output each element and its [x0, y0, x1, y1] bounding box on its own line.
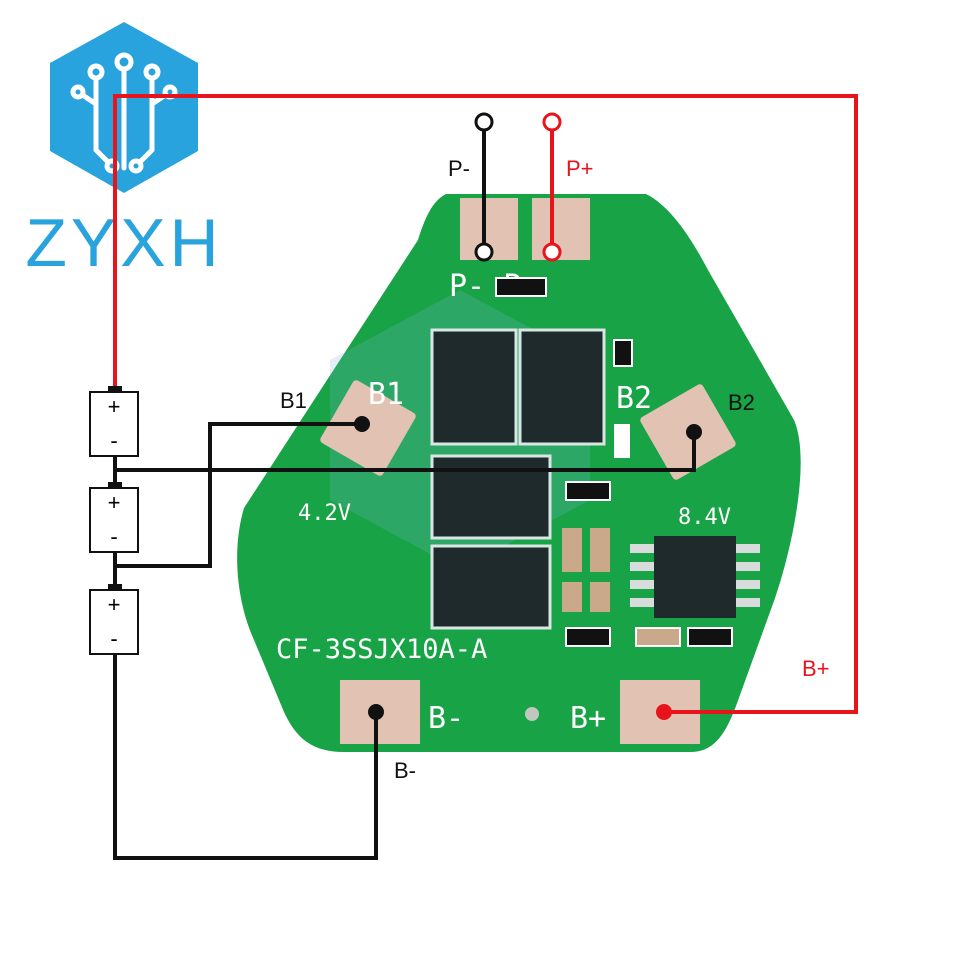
- ring-terminal-icon: [474, 242, 494, 262]
- silk-b-minus: B-: [428, 701, 464, 736]
- protection-ic: [630, 536, 760, 618]
- battery-cell-icon: + -: [89, 482, 139, 553]
- battery-pack: + - + - + -: [89, 386, 139, 655]
- ring-terminal-icon: [542, 112, 562, 132]
- cell-2-minus: -: [110, 524, 117, 549]
- silk-b1: B1: [368, 377, 404, 412]
- resistor-4: [687, 627, 733, 647]
- terminals: [354, 112, 702, 720]
- cell-3-minus: -: [110, 626, 117, 651]
- b-minus-connection-dot: [368, 704, 384, 720]
- wire-b2: [113, 432, 696, 472]
- wire-labels: P- P+ B1 B2 B- B+: [280, 156, 830, 783]
- wire-b-minus: [113, 654, 378, 860]
- capacitor-2: [590, 528, 610, 572]
- capacitor-3: [562, 582, 582, 612]
- resistor-1: [565, 481, 611, 501]
- silk-b2: B2: [616, 381, 652, 416]
- b2-connection-dot: [686, 424, 702, 440]
- cell-1-minus: -: [110, 428, 117, 453]
- ring-terminal-icon: [542, 242, 562, 262]
- label-b2: B2: [728, 390, 755, 415]
- label-b-minus: B-: [394, 758, 416, 783]
- label-p-plus: P+: [566, 156, 594, 181]
- jumper-resistor: [495, 277, 547, 297]
- pcb-board: P- P+ B1 B2 B- B+: [237, 194, 801, 752]
- silk-voltage-low: 4.2V: [298, 501, 351, 526]
- resistor-3: [635, 627, 681, 647]
- battery-cell-icon: + -: [89, 584, 139, 655]
- resistor-2: [565, 627, 611, 647]
- cell-1-plus: +: [108, 394, 121, 419]
- label-p-minus: P-: [448, 156, 470, 181]
- ic-body: [654, 536, 736, 618]
- logo-text: ZYXH: [25, 205, 222, 281]
- resistor-6: [614, 424, 630, 458]
- circuit-icon: [70, 52, 178, 174]
- label-b1: B1: [280, 388, 307, 413]
- smd-components: [562, 339, 733, 647]
- battery-cell-icon: + -: [89, 386, 139, 457]
- wiring: [113, 94, 858, 860]
- silk-voltage-high: 8.4V: [678, 505, 731, 530]
- mosfet-1: [430, 328, 518, 446]
- wire-b1: [113, 422, 362, 568]
- resistor-5: [613, 339, 633, 367]
- b1-connection-dot: [354, 416, 370, 432]
- mounting-hole: [525, 707, 539, 721]
- ic-pins: [630, 544, 760, 607]
- mosfet-2: [518, 328, 606, 446]
- cell-2-plus: +: [108, 490, 121, 515]
- wire-b-plus: [113, 94, 858, 714]
- label-b-plus: B+: [802, 656, 830, 681]
- silk-b-plus: B+: [570, 701, 606, 736]
- capacitor-1: [562, 528, 582, 572]
- ring-terminal-icon: [474, 112, 494, 132]
- silk-model: CF-3SSJX10A-A: [276, 634, 487, 665]
- mosfet-4: [430, 544, 552, 630]
- capacitor-4: [590, 582, 610, 612]
- cell-3-plus: +: [108, 592, 121, 617]
- b-plus-connection-dot: [656, 704, 672, 720]
- brand-logo: ZYXH: [25, 22, 222, 281]
